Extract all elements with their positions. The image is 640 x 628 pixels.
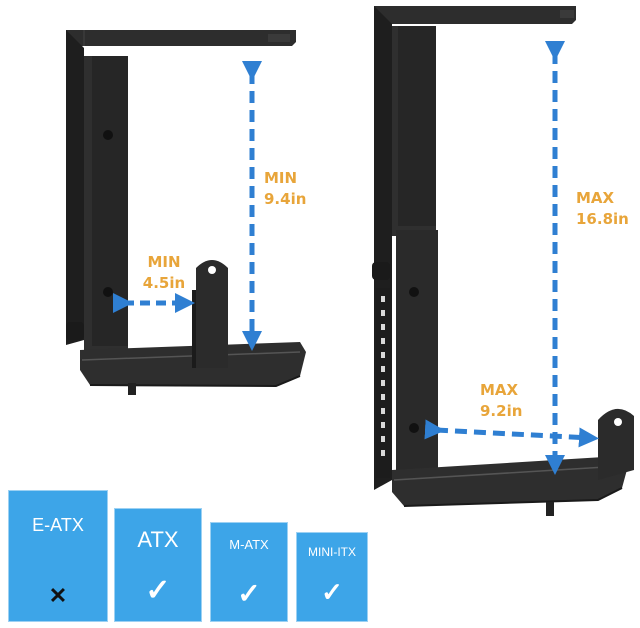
left-min-width-label: MIN 4.5in xyxy=(142,252,186,294)
right-width-arrow xyxy=(424,419,599,448)
dimension-value: 4.5in xyxy=(142,274,186,292)
badge-label: MINI-ITX xyxy=(308,545,356,559)
cross-icon: ✕ xyxy=(48,583,68,608)
dimension-type: MAX xyxy=(576,189,615,207)
dimension-type: MAX xyxy=(480,381,519,399)
dimension-arrows xyxy=(112,40,599,475)
badge-label: M-ATX xyxy=(229,537,269,552)
dimension-value: 9.4in xyxy=(264,190,307,208)
right-max-width-label: MAX 9.2in xyxy=(480,380,522,422)
right-max-height-label: MAX 16.8in xyxy=(576,188,629,230)
left-bracket-min xyxy=(66,30,306,395)
dimension-value: 16.8in xyxy=(576,210,629,228)
checkmark-icon: ✓ xyxy=(145,574,171,607)
badge-label: E-ATX xyxy=(32,515,84,535)
checkmark-icon: ✓ xyxy=(237,578,261,609)
badge-label: ATX xyxy=(137,527,179,552)
dimension-value: 9.2in xyxy=(480,402,523,420)
badge-mini-itx: MINI-ITX ✓ xyxy=(296,532,368,622)
badge-atx: ATX ✓ xyxy=(114,508,202,622)
badge-m-atx: M-ATX ✓ xyxy=(210,522,288,622)
left-min-height-label: MIN 9.4in xyxy=(264,168,306,210)
badge-e-atx: E-ATX ✕ xyxy=(8,490,108,622)
checkmark-icon: ✓ xyxy=(321,577,343,607)
right-bracket-max xyxy=(372,6,634,516)
dimension-type: MIN xyxy=(264,169,298,187)
dimension-type: MIN xyxy=(147,253,181,271)
